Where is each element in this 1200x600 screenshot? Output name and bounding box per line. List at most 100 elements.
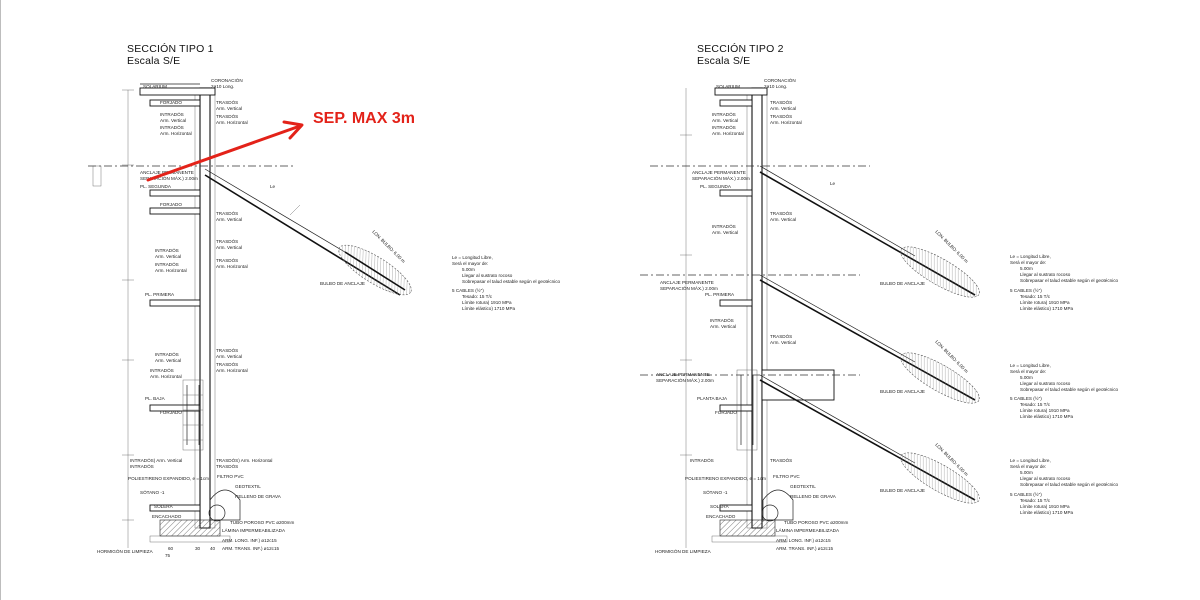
- blinding-layer: [711, 535, 788, 543]
- label-trasdos: TRASDÓS: [770, 457, 792, 463]
- label-trasdos: TRASDÓS: [770, 333, 792, 339]
- label-arm-vertical: Arm. Vertical: [770, 106, 796, 111]
- note-cable: Límite rotura) 1910 MPa: [1020, 408, 1070, 413]
- note-line: 5.00m: [1020, 470, 1033, 475]
- section-2-waler-beam: [761, 369, 835, 401]
- label-arm-horizontal: Arm. Horizontal: [216, 368, 248, 373]
- note-line: Sobrepasar el talud estable según el geo…: [1020, 278, 1119, 283]
- section-1-title-block: SECCIÓN TIPO 1 Escala S/E: [127, 43, 214, 67]
- section-2-title: SECCIÓN TIPO 2: [697, 43, 784, 55]
- note-cable: Límite elástico) 1710 MPa: [1020, 306, 1074, 311]
- label-solera: SOLERA: [710, 504, 730, 509]
- label-bulbo-anclaje: BULBO DE ANCLAJE: [880, 281, 925, 286]
- label-arm-vertical: Arm. Vertical: [216, 245, 242, 250]
- label-trasdos: TRASDÓS: [770, 113, 792, 119]
- drain-pipe: [761, 504, 779, 522]
- label-separacion: SEPARACIÓN MÁX.) 2.00m: [692, 175, 750, 181]
- label-pl-primera: PL. PRIMERA: [705, 292, 735, 297]
- anchor-free-length-line: [759, 374, 916, 464]
- label-intrados: INTRADÓS: [690, 457, 714, 463]
- note-cable: Límite rotura) 1910 MPa: [1020, 300, 1070, 305]
- label-coronacion-arm: 2ø10 Long.: [211, 84, 234, 89]
- note-cables-title: 5 CABLES (½"): [452, 287, 484, 293]
- note-cable: Tesado: 15 T/c: [1020, 402, 1051, 407]
- label-intrados: INTRADÓS: [712, 223, 736, 229]
- red-annotation-text: SEP. MAX 3m: [313, 110, 415, 127]
- section-2-anchor-bulb-3: [900, 452, 980, 504]
- red-arrow-line: [146, 124, 302, 182]
- note-cable: Tesado: 15 T/c: [1020, 294, 1051, 299]
- section-1-anchor-bulb: [338, 244, 412, 296]
- section-2-footing: [719, 519, 776, 537]
- label-trasdos: TRASDÓS: [216, 113, 238, 119]
- label-trasdos: TRASDÓS: [216, 238, 238, 244]
- label-trasdos-arm: TRASDÓS) Arm. Horizontal: [216, 457, 272, 463]
- label-forjado: FORJADO: [160, 100, 182, 105]
- label-intrados: INTRADÓS: [155, 351, 179, 357]
- note-line: Le = Longitud Libre,: [1010, 363, 1051, 368]
- label-intrados: INTRADÓS: [155, 247, 179, 253]
- dim-40: 40: [210, 546, 216, 551]
- note-line: 5.00m: [1020, 375, 1033, 380]
- label-arm-vertical: Arm. Vertical: [712, 230, 738, 235]
- label-arm-vertical: Arm. Vertical: [216, 217, 242, 222]
- label-trasdos: TRASDÓS: [216, 210, 238, 216]
- section-2-anchor-bulb-1: [900, 246, 980, 298]
- section-2-notes-2: Le = Longitud Libre, Será el mayor de: 5…: [1010, 363, 1119, 419]
- dim-tick: [289, 204, 301, 216]
- drain-pipe: [208, 504, 226, 522]
- label-sotano: SÓTANO -1: [140, 489, 165, 495]
- label-arm-horizontal: Arm. Horizontal: [216, 120, 248, 125]
- section-2-scale: Escala S/E: [697, 55, 751, 67]
- label-pl-segunda: PL. SEGUNDA: [140, 184, 172, 189]
- label-anclaje-permanente: ANCLAJE PERMANENTE: [660, 280, 714, 285]
- blinding-layer: [149, 535, 231, 543]
- note-line: Le = Longitud Libre,: [1010, 458, 1051, 463]
- label-arm-vertical: Arm. Vertical: [160, 118, 186, 123]
- label-separacion: SEPARACIÓN MÁX.) 2.00m: [660, 285, 718, 291]
- slab: [149, 299, 201, 307]
- section-1-notes: Le = Longitud Libre, Será el mayor de: 5…: [452, 255, 561, 311]
- note-line: Llegar al sustrato rocoso: [1020, 476, 1071, 481]
- label-intrados: INTRADÓS: [712, 124, 736, 130]
- label-intrados: INTRADÓS: [710, 317, 734, 323]
- bulb-tendon: [344, 251, 406, 291]
- red-arrow-head: [282, 120, 304, 140]
- label-arm-trans: ARM. TRANS. INF.) ø12c15: [776, 546, 834, 551]
- section-1-title: SECCIÓN TIPO 1: [127, 43, 214, 55]
- section-1-retaining-wall: [199, 87, 211, 529]
- section-2-retaining-wall: [751, 87, 763, 529]
- slab: [719, 189, 753, 197]
- red-markup-annotation: [146, 120, 304, 182]
- column: [736, 369, 758, 451]
- label-encachado: ENCACHADO: [152, 514, 182, 519]
- note-cable: Límite elástico) 1710 MPa: [462, 306, 516, 311]
- label-coronacion: CORONACIÓN: [764, 77, 796, 83]
- label-intrados: INTRADÓS: [150, 367, 174, 373]
- section-2-notes-3: Le = Longitud Libre, Será el mayor de: 5…: [1010, 458, 1119, 515]
- note-line: Le = Longitud Libre,: [1010, 254, 1051, 259]
- label-trasdos: TRASDÓS: [770, 210, 792, 216]
- label-lamina: LÁMINA IMPERMEABILIZADA: [776, 527, 840, 533]
- label-arm-vertical: Arm. Vertical: [155, 358, 181, 363]
- gravel-fill: [209, 489, 241, 521]
- label-separacion: SEPARACIÓN MÁX.) 2.00m: [656, 377, 714, 383]
- label-pl-segunda: PL. SEGUNDA: [700, 184, 732, 189]
- slab: [149, 404, 201, 412]
- label-arm-vertical: Arm. Vertical: [710, 324, 736, 329]
- gravel-fill: [762, 489, 794, 521]
- label-forjado: FORJADO: [160, 202, 182, 207]
- label-arm-horizontal: Arm. Horizontal: [216, 264, 248, 269]
- label-arm-vertical: Arm. Vertical: [770, 217, 796, 222]
- dim-60: 60: [168, 546, 174, 551]
- label-arm-horizontal: Arm. Horizontal: [150, 374, 182, 379]
- label-arm-horizontal: Arm. Horizontal: [770, 120, 802, 125]
- note-cables-title: 5 CABLES (½"): [1010, 491, 1042, 497]
- note-line: Sobrepasar el talud estable según el geo…: [1020, 387, 1119, 392]
- note-line: Será el mayor de:: [452, 261, 488, 266]
- slab: [149, 207, 201, 215]
- label-coronacion: CORONACIÓN: [211, 77, 243, 83]
- note-line: Será el mayor de:: [1010, 260, 1046, 265]
- label-pl-baja: PL. BAJA: [145, 396, 166, 401]
